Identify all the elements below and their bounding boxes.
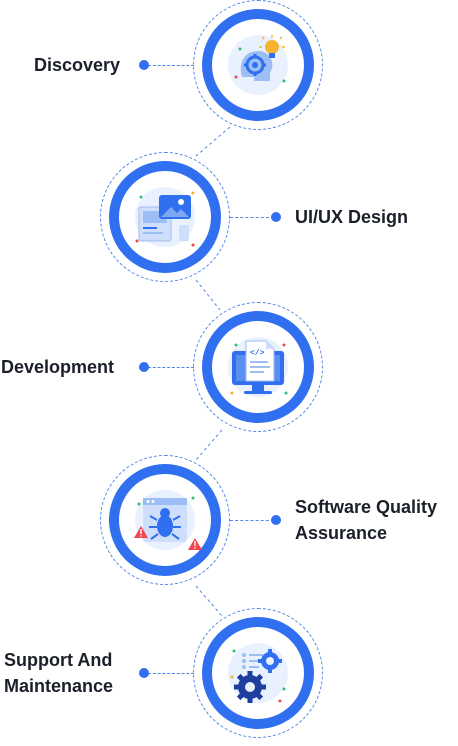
dashed-ring [100, 152, 230, 282]
step-dot [271, 212, 281, 222]
step-dot [139, 60, 149, 70]
step-dot [139, 362, 149, 372]
step-label-support: Support And Maintenance [4, 647, 113, 699]
step-discovery-circle [193, 0, 323, 130]
dashed-ring [100, 455, 230, 585]
step-label-line: Maintenance [4, 676, 114, 696]
step-label-uiux: UI/UX Design [295, 207, 409, 227]
step-label-development: Development [1, 357, 115, 377]
image-layout-icon [135, 187, 195, 247]
connector-dash [148, 673, 194, 674]
gears-list-icon [228, 643, 288, 703]
step-uiux-circle [100, 152, 230, 282]
step-development-circle: </> [193, 302, 323, 432]
step-support-circle [193, 608, 323, 738]
connector-dash [148, 367, 194, 368]
code-document-monitor-icon: </> [228, 337, 288, 397]
connector-dash [148, 65, 194, 66]
step-label-qa: Software Quality Assurance [295, 494, 437, 546]
step-qa-circle [100, 455, 230, 585]
bug-warning-icon [134, 490, 202, 550]
lightbulb-gear-head-icon [228, 35, 288, 95]
step-label-line: Software Quality [295, 497, 438, 517]
step-dot [271, 515, 281, 525]
step-label-discovery: Discovery [34, 55, 121, 75]
connector-dash [230, 520, 274, 521]
step-label-line: Assurance [295, 523, 388, 543]
connector-dash [230, 217, 274, 218]
step-dot [139, 668, 149, 678]
svg-text:</>: </> [250, 349, 265, 358]
step-label-line: Support And [4, 650, 113, 670]
